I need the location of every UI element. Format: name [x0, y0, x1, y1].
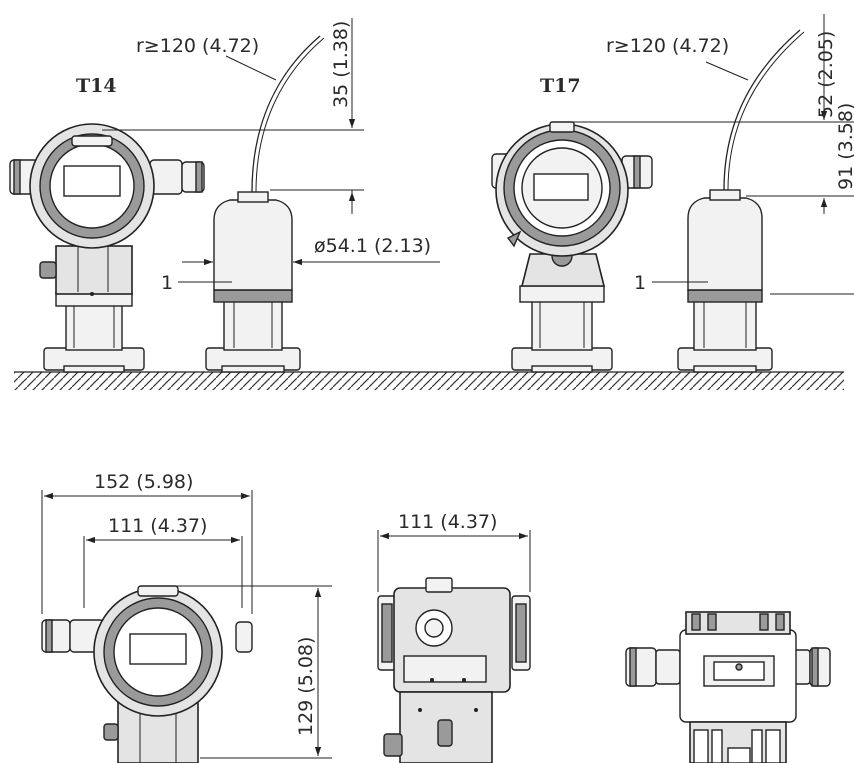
housing-height-label: 129 (5.08) — [295, 637, 317, 736]
housing-side-width-label: 111 (4.37) — [398, 511, 497, 533]
view-label-t17: T17 — [540, 75, 581, 97]
t14-sensor — [205, 35, 325, 373]
housing-body-width-label: 111 (4.37) — [108, 515, 207, 537]
t17-transmitter — [491, 121, 653, 373]
housing-top-view — [625, 611, 831, 763]
t17-sensor — [677, 29, 805, 373]
sensor-diameter-label: ø54.1 (2.13) — [314, 235, 431, 257]
bend-radius-right-label: r≥120 (4.72) — [606, 35, 729, 57]
housing-side-view — [377, 577, 531, 763]
leader-line — [705, 61, 749, 81]
callout-1-right: 1 — [634, 272, 646, 294]
t17-dimensions: 52 (2.05) 91 (3.58) r≥120 (4.72) 1 T17 — [540, 14, 854, 295]
cable-height-t14-label: 35 (1.38) — [330, 21, 352, 108]
housing-front-view — [41, 585, 253, 763]
side-view-dimensions: 111 (4.37) — [377, 511, 531, 592]
ground-hatching — [14, 371, 844, 390]
bend-radius-left-label: r≥120 (4.72) — [136, 35, 259, 57]
t14-dimensions: 35 (1.38) r≥120 (4.72) ø54.1 (2.13) 1 T1… — [76, 18, 440, 294]
front-view-dimensions: 152 (5.98) 111 (4.37) 129 (5.08) — [41, 471, 332, 759]
view-label-t14: T14 — [76, 75, 117, 97]
callout-1-left: 1 — [161, 272, 173, 294]
head-height-t17-label: 91 (3.58) — [835, 103, 854, 190]
t14-transmitter — [9, 123, 205, 373]
leader-line — [225, 55, 277, 81]
cable-height-t17-label: 52 (2.05) — [815, 31, 837, 118]
housing-overall-width-label: 152 (5.98) — [94, 471, 193, 493]
